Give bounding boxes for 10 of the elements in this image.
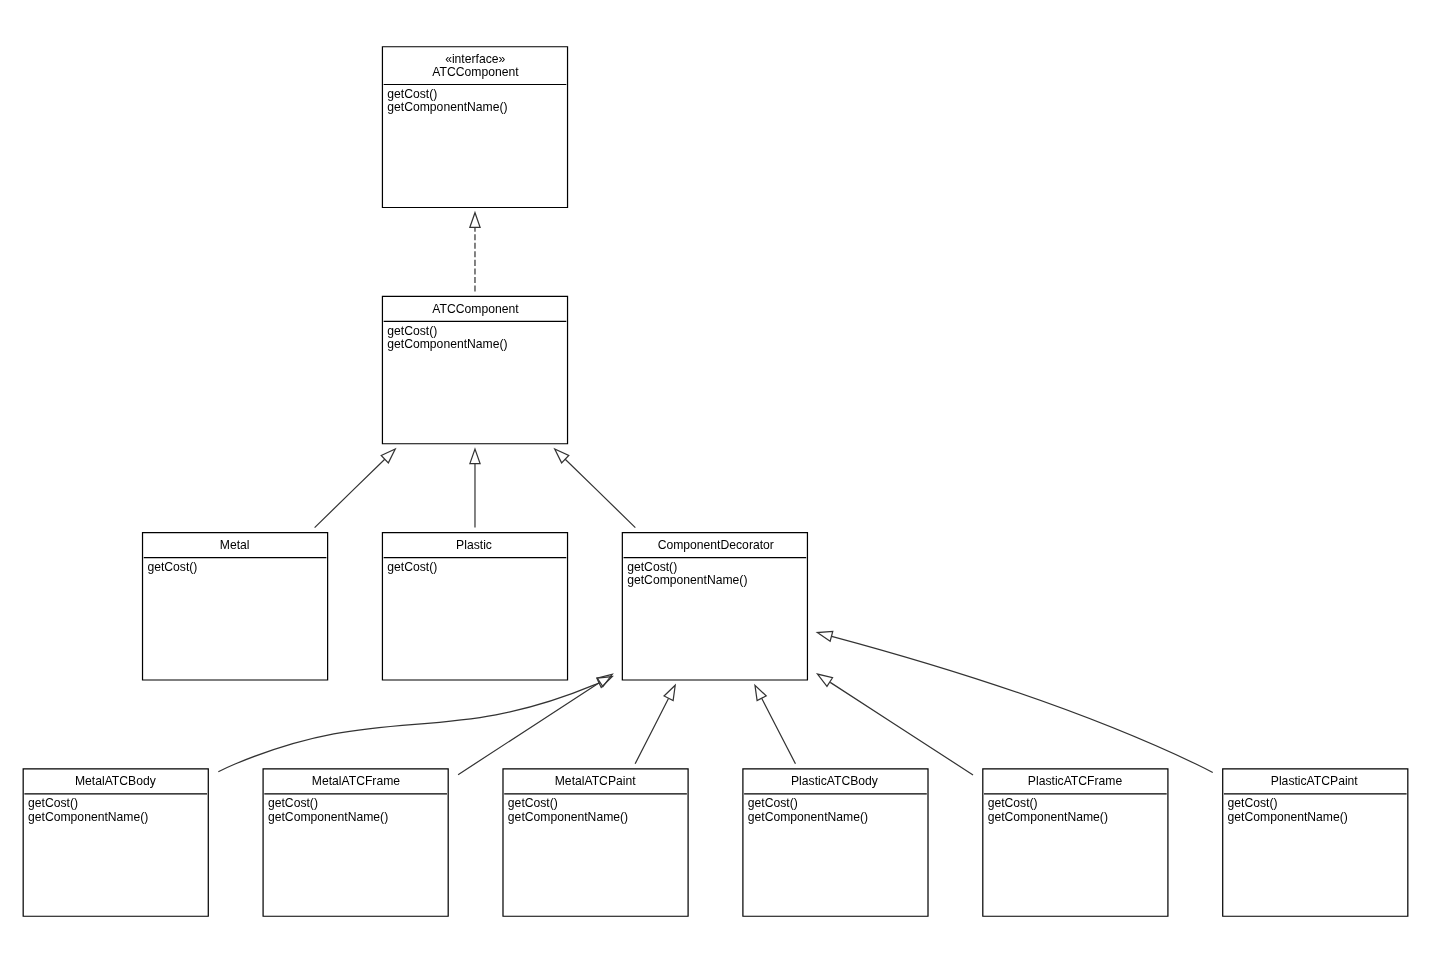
- arrow: [217, 675, 614, 773]
- arrow: [469, 447, 481, 529]
- arrow: [469, 210, 481, 293]
- arrow: [314, 447, 397, 529]
- arrow: [634, 683, 677, 765]
- arrow: [815, 630, 1214, 774]
- arrow: [815, 673, 974, 776]
- arrow: [457, 673, 614, 776]
- arrow: [553, 447, 636, 529]
- arrow: [754, 683, 797, 765]
